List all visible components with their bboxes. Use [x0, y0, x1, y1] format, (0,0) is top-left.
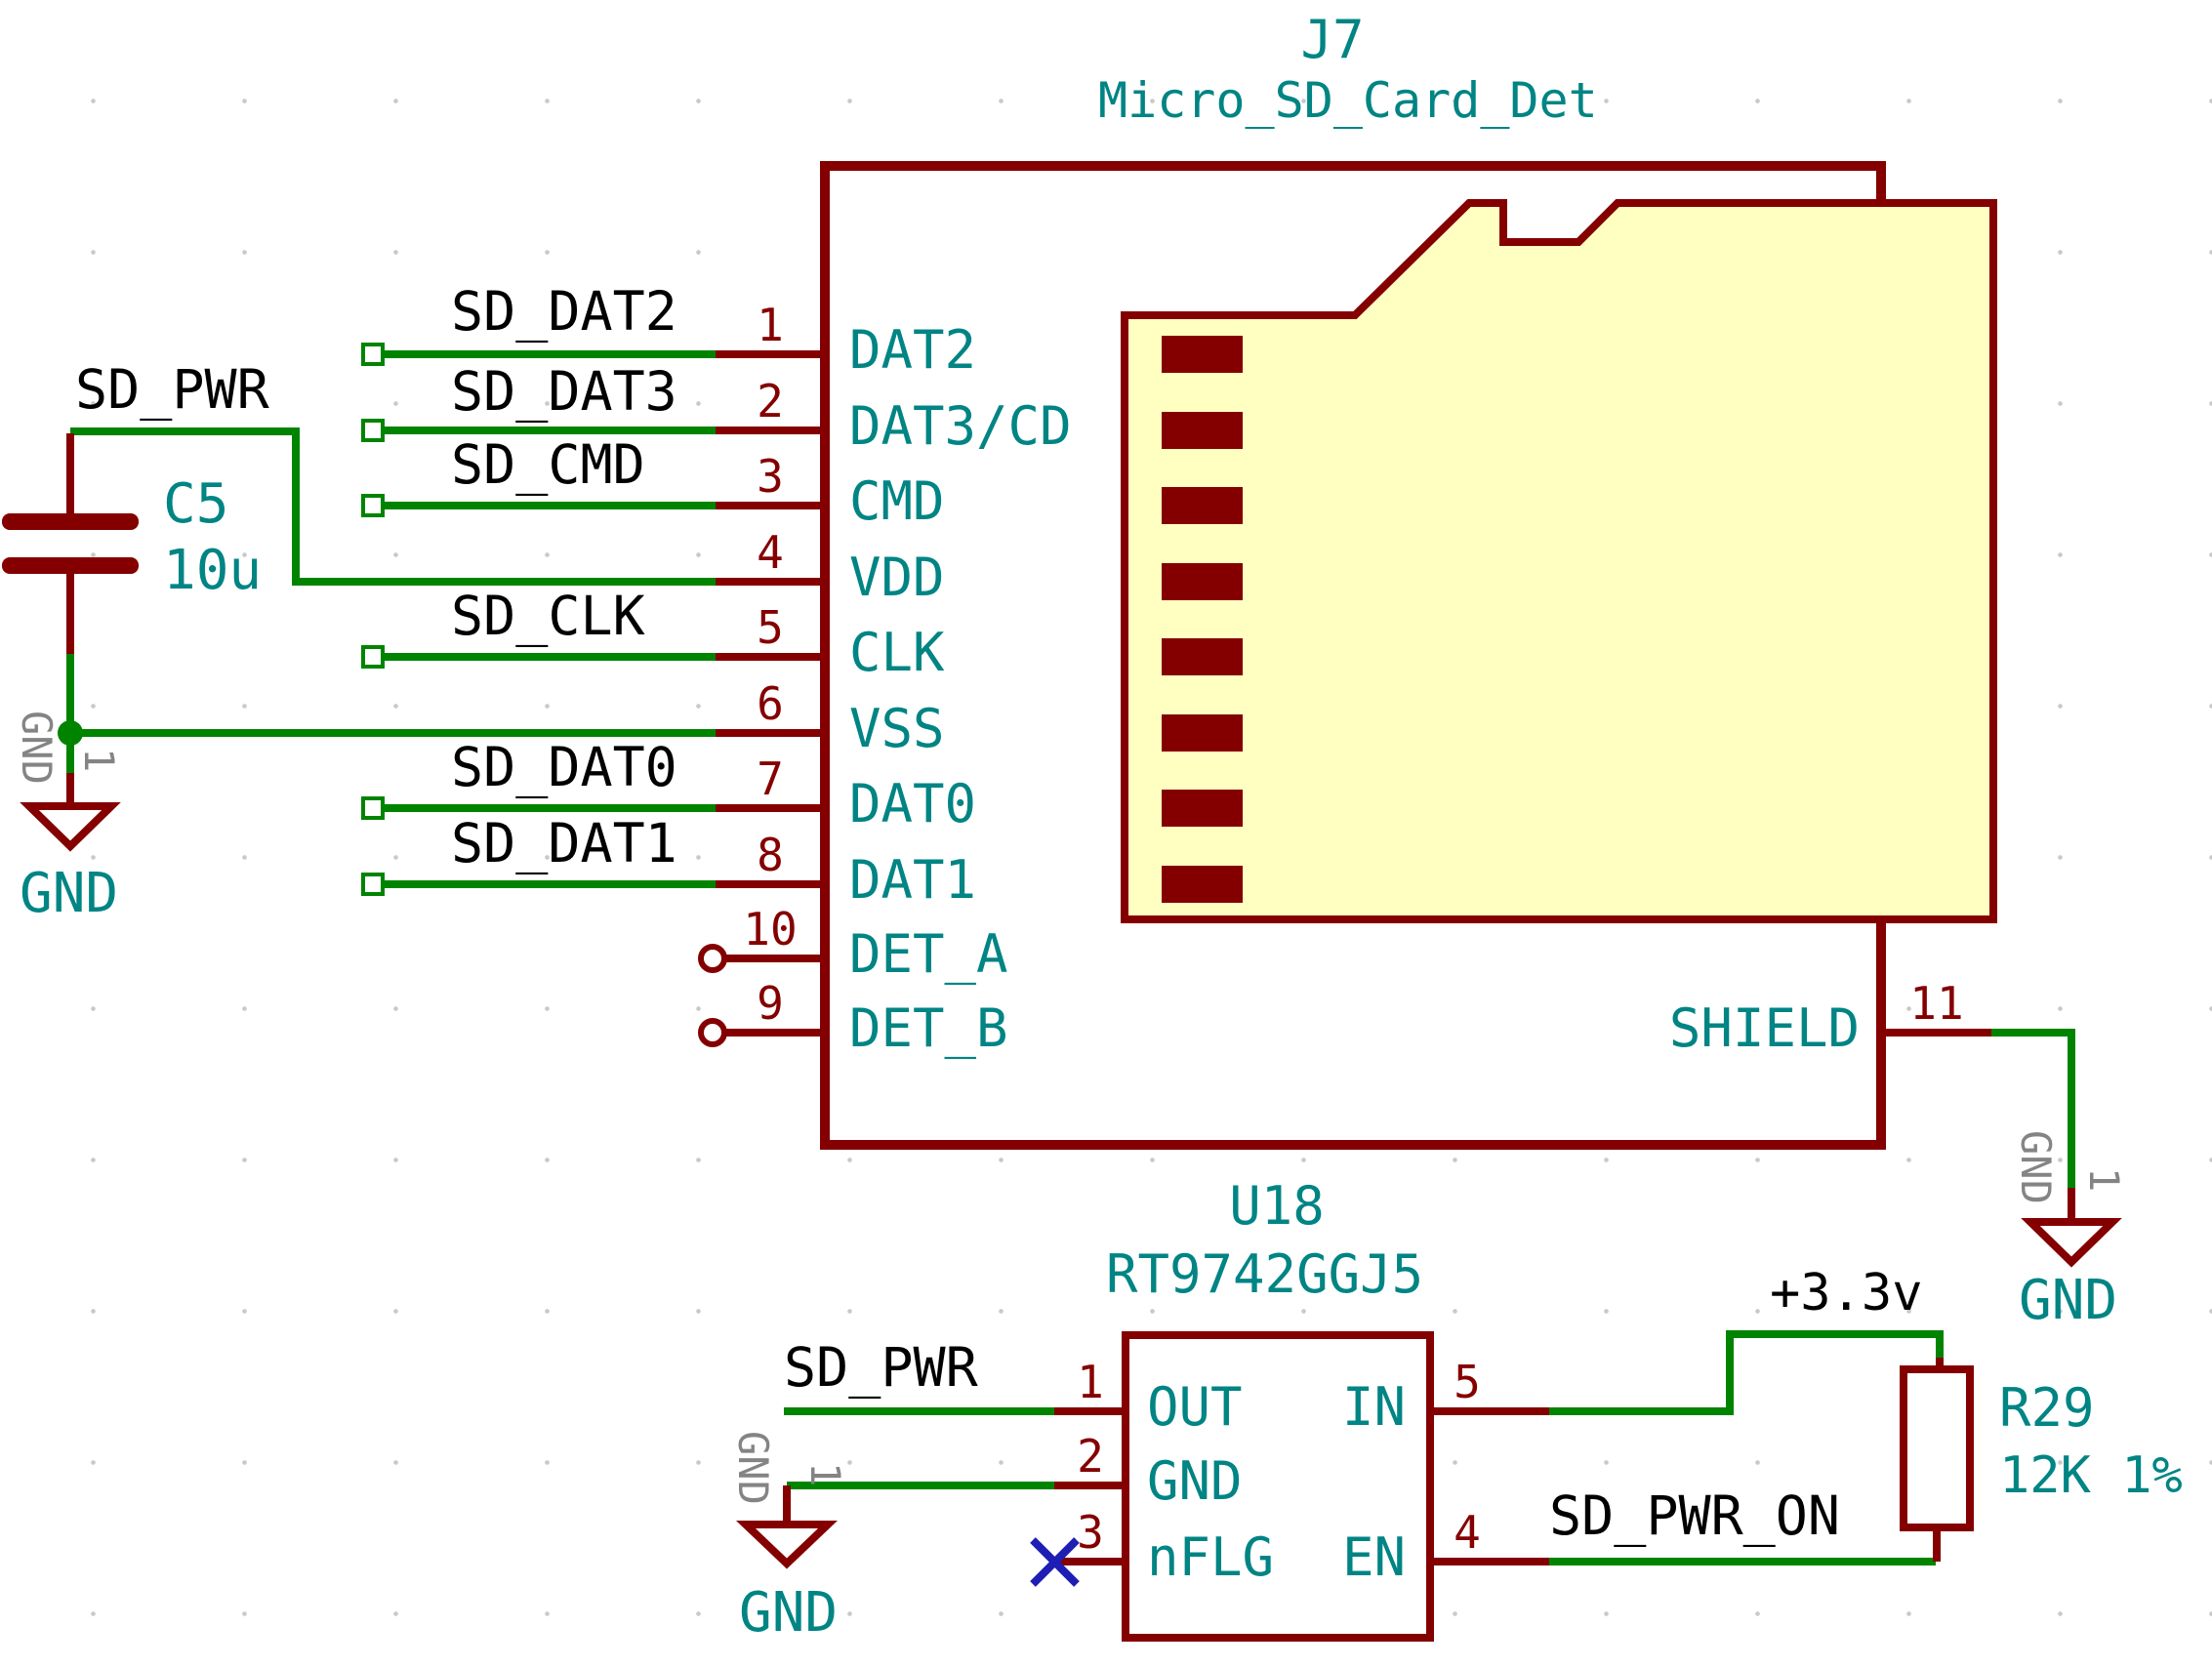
net-label-sd-dat2[interactable]: SD_DAT2 — [451, 280, 677, 343]
u18-pin-name-en: EN — [1341, 1526, 1406, 1588]
u18-pin-number-1: 1 — [1077, 1356, 1104, 1408]
pin-invert-circle-det-a — [698, 944, 727, 973]
pins — [66, 350, 2075, 1565]
pin-number-1: 1 — [757, 299, 784, 351]
net-label-sd-dat0[interactable]: SD_DAT0 — [451, 736, 677, 798]
wire-sd-pwr-vdd[interactable] — [70, 427, 716, 586]
hidden-pin-num-shield: 1 — [2080, 1167, 2128, 1193]
u18-pin-number-3: 3 — [1077, 1506, 1104, 1559]
no-connect-x[interactable] — [1030, 1537, 1080, 1587]
label-anchor-square — [361, 645, 385, 669]
sd-card-pad — [1162, 487, 1243, 524]
wire-junction-dot — [58, 720, 83, 746]
net-label-sd-pwr-on[interactable]: SD_PWR_ON — [1549, 1484, 1841, 1547]
sd-card-pad — [1162, 638, 1243, 675]
sd-card-graphic[interactable] — [1121, 199, 1997, 923]
sd-card-pad — [1162, 412, 1243, 449]
sd-card-pad — [1162, 714, 1243, 752]
pin-name-det-a: DET_A — [849, 923, 1008, 985]
gnd-symbol-left[interactable] — [20, 802, 121, 852]
u18-pin-name-in: IN — [1341, 1376, 1406, 1438]
sd-card-pad — [1162, 790, 1243, 827]
gnd-symbol-u18[interactable] — [736, 1521, 838, 1569]
pin-number-7: 7 — [757, 752, 784, 805]
sd-card-pad — [1162, 563, 1243, 600]
hidden-pin-name-left: GND — [13, 711, 61, 785]
regulator-ref[interactable]: U18 — [1229, 1175, 1325, 1237]
label-anchor-square — [361, 343, 385, 366]
sd-card-pad — [1162, 866, 1243, 903]
u18-pin-number-5: 5 — [1454, 1356, 1481, 1408]
pin-number-5: 5 — [757, 601, 784, 654]
pin-name-cmd: CMD — [849, 470, 945, 532]
pin-name-dat0: DAT0 — [849, 773, 977, 834]
u18-pin-name-gnd: GND — [1147, 1450, 1243, 1512]
capacitor-plate-bottom[interactable] — [2, 557, 139, 574]
label-anchor-square — [361, 873, 385, 896]
wire-u18-in-3v3[interactable] — [1549, 1330, 1944, 1415]
gnd-symbol-shield[interactable] — [2021, 1218, 2122, 1268]
connector-ref[interactable]: J7 — [1300, 9, 1365, 70]
label-anchor-square — [361, 494, 385, 517]
u18-pin-name-nflg: nFLG — [1147, 1526, 1275, 1588]
resistor-ref[interactable]: R29 — [1999, 1377, 2095, 1439]
capacitor-value[interactable]: 10u — [163, 539, 263, 602]
pin-number-8: 8 — [757, 829, 784, 881]
u18-pin-number-4: 4 — [1454, 1506, 1481, 1559]
gnd-label-shield[interactable]: GND — [2019, 1269, 2118, 1332]
resistor-r29-body[interactable] — [1900, 1365, 1974, 1531]
hidden-pin-name-shield: GND — [2012, 1130, 2060, 1204]
net-label-sd-pwr-u18[interactable]: SD_PWR — [784, 1336, 978, 1399]
wires — [66, 350, 2075, 1565]
pin-invert-circle-det-b — [698, 1018, 727, 1047]
resistor-value[interactable]: 12K 1% — [1999, 1446, 2183, 1505]
pin-number-4: 4 — [757, 526, 784, 579]
label-anchors — [361, 343, 385, 896]
hidden-pin-num-left: 1 — [75, 748, 123, 773]
gnd-label-left[interactable]: GND — [20, 862, 119, 925]
hidden-pin-name-u18: GND — [729, 1431, 777, 1505]
capacitor-ref[interactable]: C5 — [163, 472, 229, 536]
pin-number-9: 9 — [757, 977, 784, 1030]
pin-number-3: 3 — [757, 450, 784, 503]
wire-shield-gnd[interactable] — [1991, 1029, 2075, 1188]
pin-number-6: 6 — [757, 677, 784, 730]
capacitor-plate-top[interactable] — [2, 513, 139, 530]
pin-name-vss: VSS — [849, 698, 945, 759]
net-label-sd-dat3[interactable]: SD_DAT3 — [451, 360, 677, 423]
regulator-value[interactable]: RT9742GGJ5 — [1106, 1243, 1424, 1305]
sd-card-pads — [1162, 336, 1243, 903]
pin-number-11: 11 — [1909, 977, 1964, 1030]
pin-name-vdd: VDD — [849, 547, 945, 608]
gnd-label-u18[interactable]: GND — [739, 1581, 839, 1645]
pin-name-det-b: DET_B — [849, 997, 1008, 1059]
pin-name-shield: SHIELD — [1668, 997, 1860, 1059]
hidden-pin-num-u18: 1 — [801, 1462, 849, 1487]
net-label-sd-pwr-top[interactable]: SD_PWR — [75, 358, 269, 421]
connector-value[interactable]: Micro_SD_Card_Det — [1098, 72, 1598, 129]
pin-number-2: 2 — [757, 375, 784, 427]
net-label-sd-dat1[interactable]: SD_DAT1 — [451, 812, 677, 874]
pin-number-10: 10 — [743, 903, 798, 955]
pin-name-dat2: DAT2 — [849, 319, 977, 381]
label-anchor-square — [361, 419, 385, 442]
pin-name-clk: CLK — [849, 622, 945, 683]
net-label-sd-clk[interactable]: SD_CLK — [451, 585, 645, 647]
pin-name-dat1: DAT1 — [849, 849, 977, 911]
sd-card-pad — [1162, 336, 1243, 373]
u18-pin-number-2: 2 — [1077, 1430, 1104, 1483]
pin-name-dat3cd: DAT3/CD — [849, 395, 1072, 457]
label-anchor-square — [361, 796, 385, 820]
power-label-3v3[interactable]: +3.3v — [1770, 1264, 1923, 1322]
gnd-symbols — [20, 802, 2122, 1569]
regulator-u18-body[interactable] — [1122, 1331, 1434, 1642]
u18-pin-name-out: OUT — [1147, 1376, 1243, 1438]
net-label-sd-cmd[interactable]: SD_CMD — [451, 433, 645, 496]
